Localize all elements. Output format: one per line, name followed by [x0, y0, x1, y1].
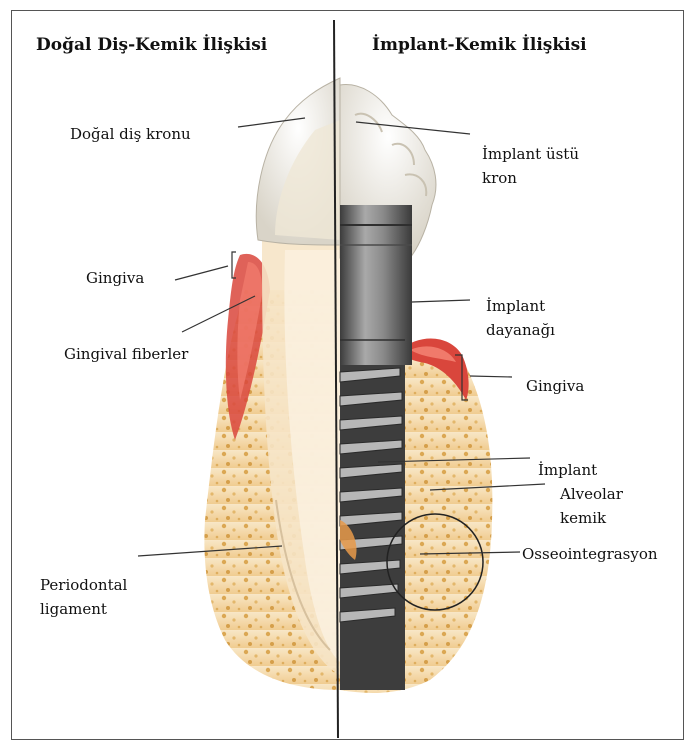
label-osseointegration: Osseointegrasyon	[522, 542, 658, 566]
label-implant-crown-line1: İmplant üstü	[482, 142, 579, 166]
label-implant-crown: İmplant üstü kron	[482, 142, 579, 190]
title-natural-tooth-bone: Doğal Diş-Kemik İlişkisi	[36, 35, 267, 55]
leader-abutment	[412, 300, 470, 302]
label-periodontal-line1: Periodontal	[40, 573, 127, 597]
label-periodontal-line2: ligament	[40, 597, 127, 621]
implant-body	[340, 365, 405, 690]
label-gingiva-right: Gingiva	[526, 374, 584, 398]
label-implant: İmplant	[538, 458, 597, 482]
label-implant-abutment: İmplant dayanağı	[486, 294, 555, 342]
label-abutment-line1: İmplant	[486, 294, 555, 318]
label-alveolar-line2: kemik	[560, 506, 623, 530]
implant-abutment	[340, 205, 412, 365]
label-periodontal-ligament: Periodontal ligament	[40, 573, 127, 621]
leader-gingiva-left	[175, 266, 228, 280]
title-implant-bone: İmplant-Kemik İlişkisi	[372, 35, 587, 55]
label-abutment-line2: dayanağı	[486, 318, 555, 342]
label-alveolar-line1: Alveolar	[560, 482, 623, 506]
label-implant-crown-line2: kron	[482, 166, 579, 190]
label-alveolar-bone: Alveolar kemik	[560, 482, 623, 530]
label-natural-crown: Doğal diş kronu	[70, 122, 191, 146]
label-gingiva-left: Gingiva	[86, 266, 144, 290]
leader-gingiva-right	[470, 376, 512, 377]
label-gingival-fibers: Gingival fiberler	[64, 342, 188, 366]
